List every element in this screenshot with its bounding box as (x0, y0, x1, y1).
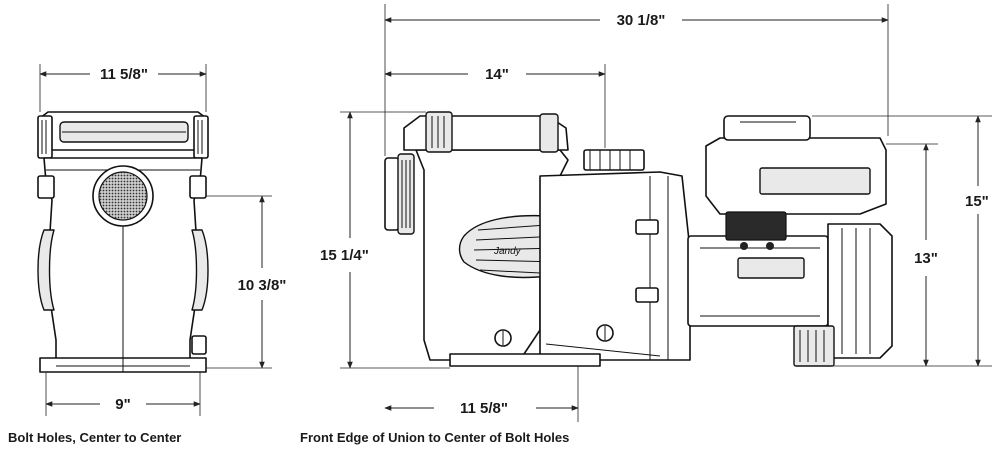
dim-union-to-bolts: 11 5/8" (384, 366, 579, 422)
dim-front-width-label: 11 5/8" (100, 66, 148, 83)
dim-side-height-label: 15 1/4" (320, 247, 369, 264)
dim-bolt-spacing: 9" (45, 372, 201, 416)
dim-union-to-lid: 14" (384, 64, 606, 148)
dim-motor-height-label: 13" (914, 250, 938, 267)
dim-front-height: 10 3/8" (206, 195, 287, 369)
dim-front-width: 11 5/8" (39, 64, 207, 112)
dim-front-height-label: 10 3/8" (238, 277, 287, 294)
dim-union-to-bolts-label: 11 5/8" (460, 400, 508, 417)
caption-union-to-bolts: Front Edge of Union to Center of Bolt Ho… (300, 430, 570, 445)
brand-mark: Jandy (493, 246, 522, 257)
dim-total-height-label: 15" (965, 193, 989, 210)
pump-side-view: Jandy (384, 111, 893, 367)
pump-front-view (37, 111, 209, 373)
caption-bolt-holes: Bolt Holes, Center to Center (8, 430, 182, 445)
dim-bolt-spacing-label: 9" (115, 396, 130, 413)
dim-total-height: 15" (812, 115, 992, 367)
dim-overall-length-label: 30 1/8" (617, 12, 666, 29)
dim-overall-length: 30 1/8" (384, 4, 889, 156)
dim-side-height: 15 1/4" (320, 111, 450, 369)
dim-motor-height: 13" (830, 143, 992, 367)
dim-union-to-lid-label: 14" (485, 66, 509, 83)
